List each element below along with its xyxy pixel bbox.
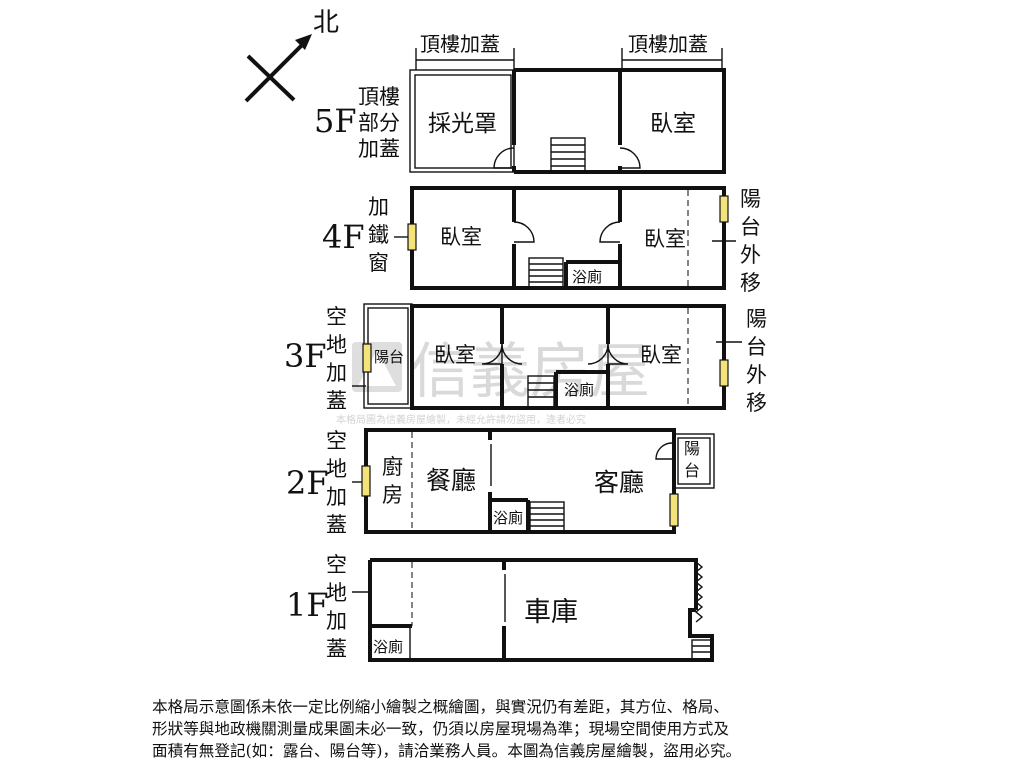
room-label-bath: 浴廁	[373, 638, 403, 656]
floor-4f-right-note-3: 外	[740, 243, 761, 267]
window-icon	[669, 493, 679, 527]
compass-arrow-line	[244, 39, 308, 103]
window-icon	[362, 343, 372, 373]
floor-2f-left-note-2: 地	[326, 457, 347, 481]
floor-3f-left-note-2: 地	[326, 333, 347, 357]
room-label-skylight: 採光罩	[428, 111, 497, 137]
balcony-inner	[677, 437, 711, 485]
room-label-bedroom-right: 臥室	[644, 227, 686, 251]
floor-1f-wall	[688, 608, 696, 638]
floor-2f-label: 2F	[286, 464, 329, 502]
floor-3f-right-note-2: 台	[746, 335, 767, 359]
floor-4f-right-note-1: 陽	[740, 187, 761, 211]
room-label-kitchen-2: 房	[382, 483, 403, 507]
floor-2f-left-note-4: 蓋	[326, 513, 347, 537]
balcony-outline	[673, 433, 715, 489]
stairs-icon	[529, 501, 565, 533]
room-label-bedroom-left: 臥室	[434, 343, 476, 367]
room-label-bedroom-right: 臥室	[640, 343, 682, 367]
floor-5f-note-line-1: 頂樓	[358, 85, 400, 109]
window-icon	[719, 359, 729, 387]
floor-4f-left-note-3: 窗	[368, 251, 389, 275]
floor-3f-right-note-4: 移	[746, 391, 767, 415]
floor-3f-right-note-1: 陽	[746, 307, 767, 331]
floor-5f-note-line-3: 加蓋	[358, 137, 400, 161]
floor-3f-outer-wall	[410, 304, 726, 410]
floor-5f-label: 5F	[314, 102, 357, 140]
floor-1f: 1F 空 地 加 蓋 車庫 浴廁	[286, 553, 714, 662]
floor-3f: 3F 空 地 加 蓋 陽 台 外 移 陽台 臥室	[284, 303, 767, 415]
floor-5f-note-line-2: 部分	[358, 111, 400, 135]
floor-1f-left-note-4: 蓋	[326, 637, 347, 661]
room-label-bedroom-left: 臥室	[440, 225, 482, 249]
watermark-notice: 本格局圖為信義房屋繪製，未經允許請勿盜用，違者必究	[336, 413, 586, 426]
floor-4f-right-note-4: 移	[740, 271, 761, 295]
door-swing-icon	[587, 343, 609, 365]
floor-3f-left-note-1: 空	[326, 305, 347, 329]
room-label-bath: 浴廁	[564, 381, 594, 399]
room-label-garage: 車庫	[524, 597, 578, 628]
roof-addition-label-left: 頂樓加蓋	[420, 32, 500, 56]
floor-1f-left-note-1: 空	[326, 553, 347, 577]
skylight-inner-outline	[414, 74, 512, 169]
floor-1f-left-note-3: 加	[326, 609, 347, 633]
room-label-bath: 浴廁	[572, 268, 602, 286]
compass-arrowhead-icon	[295, 34, 312, 50]
floor-3f-right-note-3: 外	[746, 363, 767, 387]
door-swing-icon	[607, 343, 629, 365]
north-compass: 北	[244, 8, 339, 103]
room-label-balcony-2: 台	[684, 461, 700, 480]
door-swing-icon	[501, 343, 523, 365]
stairs-icon	[691, 639, 713, 661]
compass-north-label: 北	[313, 8, 339, 38]
stairs-icon	[528, 257, 564, 289]
floor-4f-label: 4F	[322, 218, 365, 256]
floor-5f: 5F 頂樓 部分 加蓋 頂樓加蓋 頂樓加蓋 採光罩 臥室	[314, 32, 726, 174]
room-label-balcony: 陽台	[374, 348, 404, 366]
disclaimer-line-3: 面積有無登記(如：露台、陽台等)，請洽業務人員。本圖為信義房屋繪製，盜用必究。	[152, 742, 742, 760]
floor-2f-left-note-3: 加	[326, 485, 347, 509]
disclaimer-line-2: 形狀等與地政機關測量成果圖未必一致，仍須以房屋現場為準；現場空間使用方式及	[152, 720, 729, 738]
floor-3f-left-note-3: 加	[326, 361, 347, 385]
room-label-balcony-1: 陽	[684, 439, 700, 458]
window-icon	[361, 465, 371, 497]
roof-addition-label-right: 頂樓加蓋	[628, 32, 708, 56]
door-swing-icon	[493, 147, 515, 169]
disclaimer-note: 本格局示意圖係未依一定比例縮小繪製之概繪圖，與實況仍有差距，其方位、格局、 形狀…	[152, 696, 872, 762]
floor-1f-label: 1F	[286, 586, 329, 624]
floor-3f-left-note-4: 蓋	[326, 389, 347, 413]
window-icon	[407, 223, 417, 251]
room-label-kitchen-1: 廚	[382, 455, 403, 479]
floor-4f-left-note-2: 鐵	[368, 223, 389, 247]
window-icon	[719, 195, 729, 223]
door-swing-icon	[481, 343, 503, 365]
door-swing-icon	[655, 442, 673, 460]
room-label-bath: 浴廁	[493, 509, 523, 527]
door-swing-icon	[619, 147, 641, 169]
floor-4f: 4F 加 鐵 窗 陽 台 外 移 臥室 臥室 浴廁	[322, 186, 761, 295]
floor-2f: 2F 空 地 加 蓋 廚 房 餐廳 客廳 浴廁 陽 台	[286, 428, 715, 537]
floor-plan-diagram: 北 信義房屋 本格局圖為信義房屋繪製，未經允許請勿盜用，違者必究 5F 頂樓 部…	[244, 8, 767, 662]
stairs-icon	[550, 137, 586, 173]
floor-3f-label: 3F	[284, 337, 327, 375]
room-label-living: 客廳	[594, 468, 644, 497]
disclaimer-line-1: 本格局示意圖係未依一定比例縮小繪製之概繪圖，與實況仍有差距，其方位、格局、	[152, 698, 729, 716]
room-label-bedroom: 臥室	[650, 111, 696, 137]
floor-4f-left-note-1: 加	[368, 195, 389, 219]
door-swing-icon	[513, 221, 535, 243]
floor-4f-right-note-2: 台	[740, 215, 761, 239]
rolling-door-icon	[694, 561, 704, 623]
door-swing-icon	[599, 221, 621, 243]
room-label-dining: 餐廳	[426, 466, 476, 495]
floor-1f-left-note-2: 地	[326, 581, 347, 605]
floor-2f-left-note-1: 空	[326, 429, 347, 453]
stairs-icon	[527, 375, 555, 409]
